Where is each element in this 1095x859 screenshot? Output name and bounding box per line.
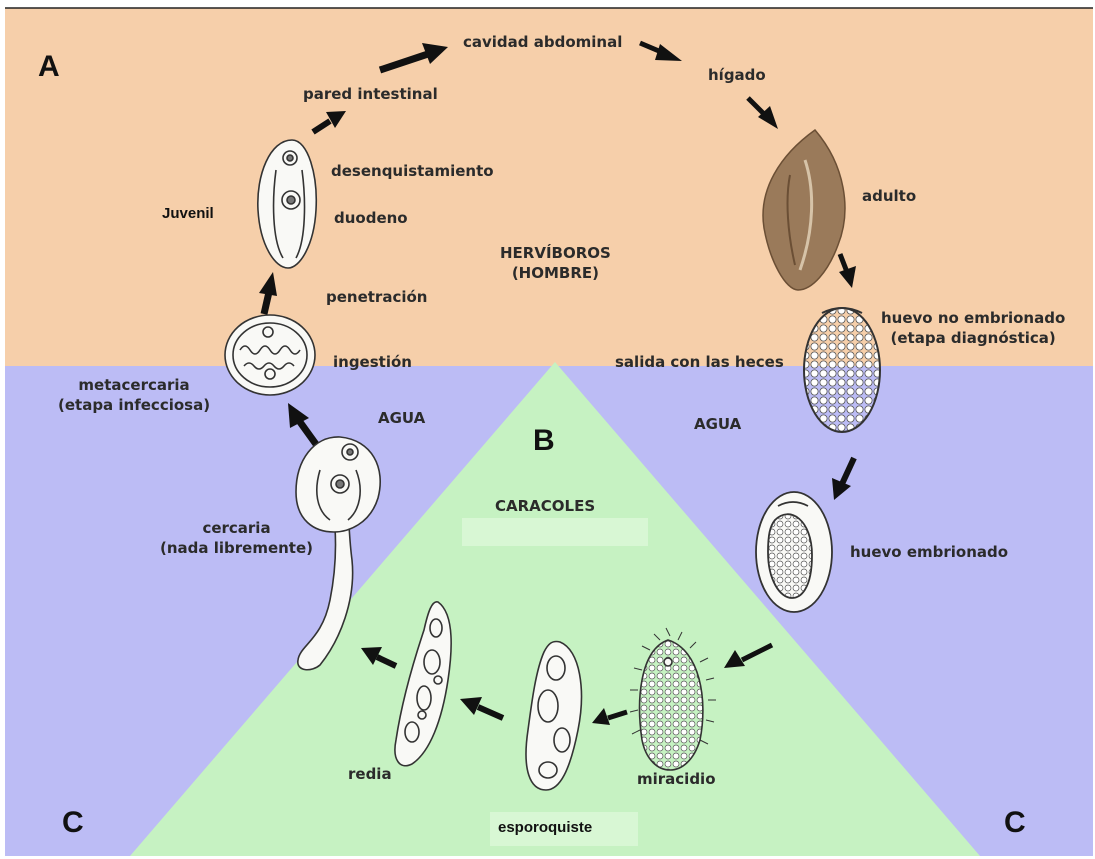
label-juvenil: Juvenil <box>162 204 214 224</box>
label-duodeno: duodeno <box>334 208 408 228</box>
label-ingestion: ingestión <box>333 352 412 372</box>
zone-b-label: B <box>533 424 555 458</box>
caracoles-label-box <box>462 518 648 546</box>
juvenil-organism <box>258 140 316 268</box>
label-higado: hígado <box>708 65 766 85</box>
snails-label: CARACOLES <box>495 496 595 516</box>
label-miracidio: miracidio <box>637 769 716 789</box>
label-desenquistamiento: desenquistamiento <box>331 161 494 181</box>
zone-c-left-label: C <box>62 806 84 840</box>
metacercaria-organism <box>225 315 315 395</box>
label-metacercaria: metacercaria (etapa infecciosa) <box>58 375 210 416</box>
host-label: HERVÍBOROS (HOMBRE) <box>500 243 611 284</box>
huevo-no-embrionado-organism <box>804 308 880 432</box>
label-adulto: adulto <box>862 186 916 206</box>
label-huevo-no-embrionado: huevo no embrionado (etapa diagnóstica) <box>881 308 1065 349</box>
label-cavidad-abdominal: cavidad abdominal <box>463 32 622 52</box>
huevo-embrionado-organism <box>756 492 832 612</box>
water-left-label: AGUA <box>378 408 425 428</box>
water-right-label: AGUA <box>694 414 741 434</box>
label-cercaria: cercaria (nada libremente) <box>160 518 313 559</box>
label-salida-heces: salida con las heces <box>615 352 784 372</box>
label-redia: redia <box>348 764 392 784</box>
label-huevo-embrionado: huevo embrionado <box>850 542 1008 562</box>
label-esporoquiste: esporoquiste <box>498 818 592 838</box>
label-penetracion: penetración <box>326 287 427 307</box>
zone-c-right-label: C <box>1004 806 1026 840</box>
zone-a-label: A <box>38 50 60 84</box>
label-pared-intestinal: pared intestinal <box>303 84 438 104</box>
